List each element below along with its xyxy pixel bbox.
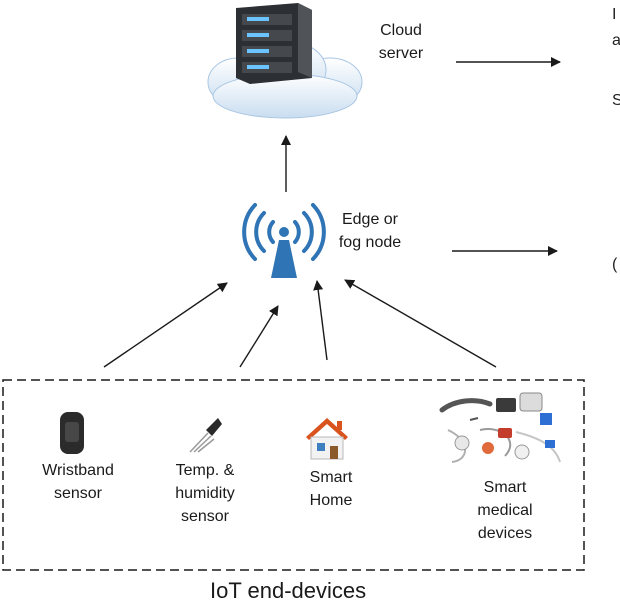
wristband-icon [60, 412, 84, 454]
arrows [103, 57, 561, 368]
temp-sensor-label: Temp. & humidity sensor [158, 459, 252, 528]
cut-text-b: a [612, 32, 620, 49]
cloud-server-label-line1: Cloud [380, 22, 422, 39]
arrow-temp-to-edge [239, 305, 279, 368]
arrow-medical-to-edge [344, 279, 497, 368]
medical-devices-label: Smart medical devices [460, 476, 550, 545]
cloud-server-icon [207, 3, 363, 119]
cloud-server-label-line2: server [378, 45, 424, 62]
wristband-label-line1: Wristband [42, 462, 114, 479]
home-label-line1: Smart [309, 469, 353, 486]
wristband-sensor-label: Wristband sensor [30, 459, 126, 505]
edge-node-label-line1: Edge or [341, 211, 399, 228]
home-label-line2: Home [309, 492, 353, 509]
iot-devices-group-box [2, 379, 585, 571]
iot-end-devices-caption: IoT end-devices [210, 578, 367, 603]
edge-node-label: Edge or fog node [328, 208, 412, 254]
wristband-label-line2: sensor [53, 485, 103, 502]
antenna-icon [242, 203, 326, 278]
cut-text-a: I [612, 6, 617, 23]
cut-text-d: ( [612, 256, 618, 273]
medical-label-line3: devices [477, 525, 533, 542]
edge-node-label-line2: fog node [338, 234, 402, 251]
medical-devices-icon [439, 392, 561, 463]
temp-label-line2: humidity [175, 485, 235, 502]
temp-label-line1: Temp. & [175, 462, 235, 479]
temp-humidity-sensor-icon [189, 418, 222, 453]
cloud-server-label: Cloud server [369, 19, 433, 65]
temp-label-line3: sensor [180, 508, 230, 525]
server-rack-icon [236, 3, 312, 84]
arrow-home-to-edge [313, 280, 328, 361]
medical-label-line2: medical [477, 502, 533, 519]
smart-home-icon [306, 418, 348, 460]
cut-text-c: S [612, 92, 620, 109]
medical-label-line1: Smart [483, 479, 527, 496]
arrow-wristband-to-edge [103, 282, 228, 368]
smart-home-label: Smart Home [296, 466, 366, 512]
